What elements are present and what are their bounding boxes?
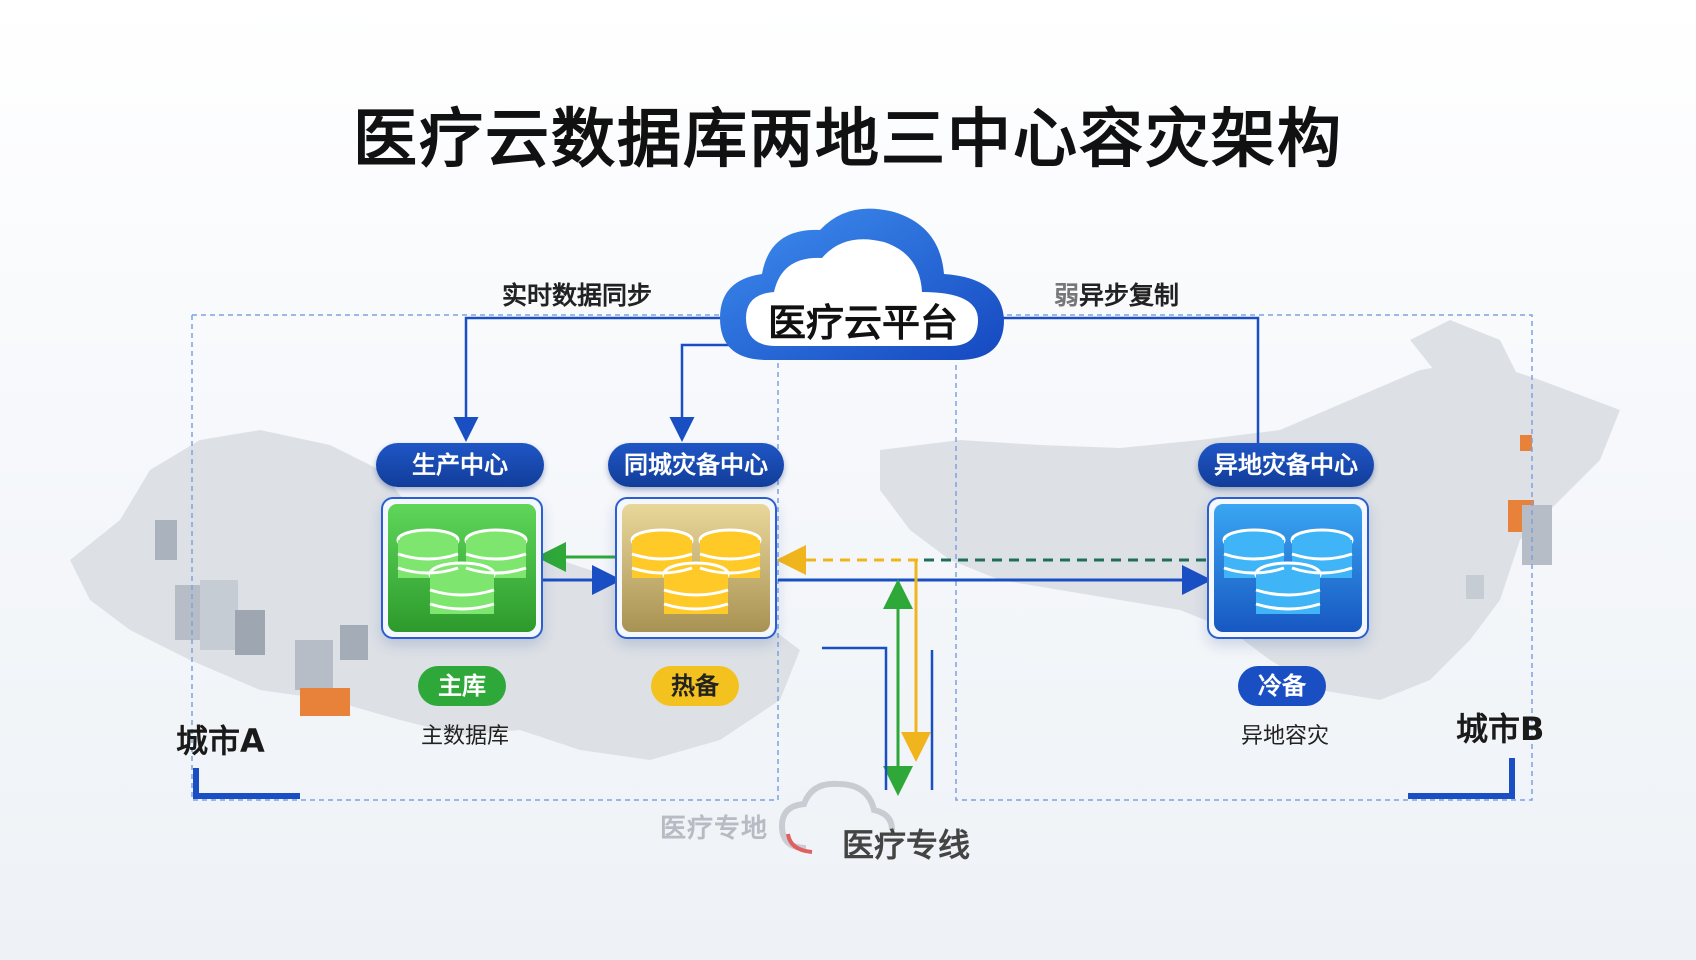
database-stack-icon-yellow (630, 528, 762, 614)
map-landmass-korea (1410, 320, 1520, 400)
link-cloud-production (453, 316, 722, 442)
cloud-label: 医疗云平台 (767, 301, 958, 345)
db-box-remote (1207, 497, 1369, 639)
db-box-production (381, 497, 543, 639)
badge-hot-standby: 热备 (651, 666, 739, 706)
link-cloud-remote (994, 316, 1260, 445)
buildings-left (155, 520, 368, 716)
center-pill-production: 生产中心 (376, 443, 544, 487)
sub-remote-dr: 异地容灾 (1240, 724, 1329, 749)
database-stack-icon-blue (1222, 528, 1354, 614)
center-pill-remote: 异地灾备中心 (1198, 443, 1374, 487)
city-b-label: 城市B (1456, 710, 1545, 748)
buildings-right (1466, 435, 1552, 599)
medical-cloud-icon (720, 208, 1004, 360)
flow-label-text: 异步复制 (1079, 281, 1180, 310)
faint-label: 医疗专地 (660, 814, 769, 844)
city-a-label: 城市A (176, 722, 265, 760)
city-a-bracket (193, 768, 300, 799)
db-inner-production (388, 504, 536, 632)
region-box-b (955, 314, 1533, 801)
flow-label-async-replication: 弱异步复制 (1054, 276, 1179, 312)
badge-cold-standby: 冷备 (1238, 666, 1326, 706)
badge-primary: 主库 (418, 666, 506, 706)
dedicated-line-label: 医疗专线 (842, 826, 971, 864)
center-pill-samecity: 同城灾备中心 (608, 443, 784, 487)
db-inner-samecity (622, 504, 770, 632)
flow-label-prefix: 弱 (1054, 281, 1080, 310)
city-b-bracket (1408, 758, 1515, 799)
link-vertical-blue-left (822, 646, 888, 790)
db-box-samecity (615, 497, 777, 639)
small-cloud-icon (778, 780, 895, 854)
sub-primary-db: 主数据库 (420, 724, 509, 749)
flow-label-realtime-sync: 实时数据同步 (502, 281, 653, 310)
region-box-a (191, 315, 779, 801)
database-stack-icon-green (396, 528, 528, 614)
db-inner-remote (1214, 504, 1362, 632)
page-title: 医疗云数据库两地三中心容灾架构 (353, 103, 1343, 177)
